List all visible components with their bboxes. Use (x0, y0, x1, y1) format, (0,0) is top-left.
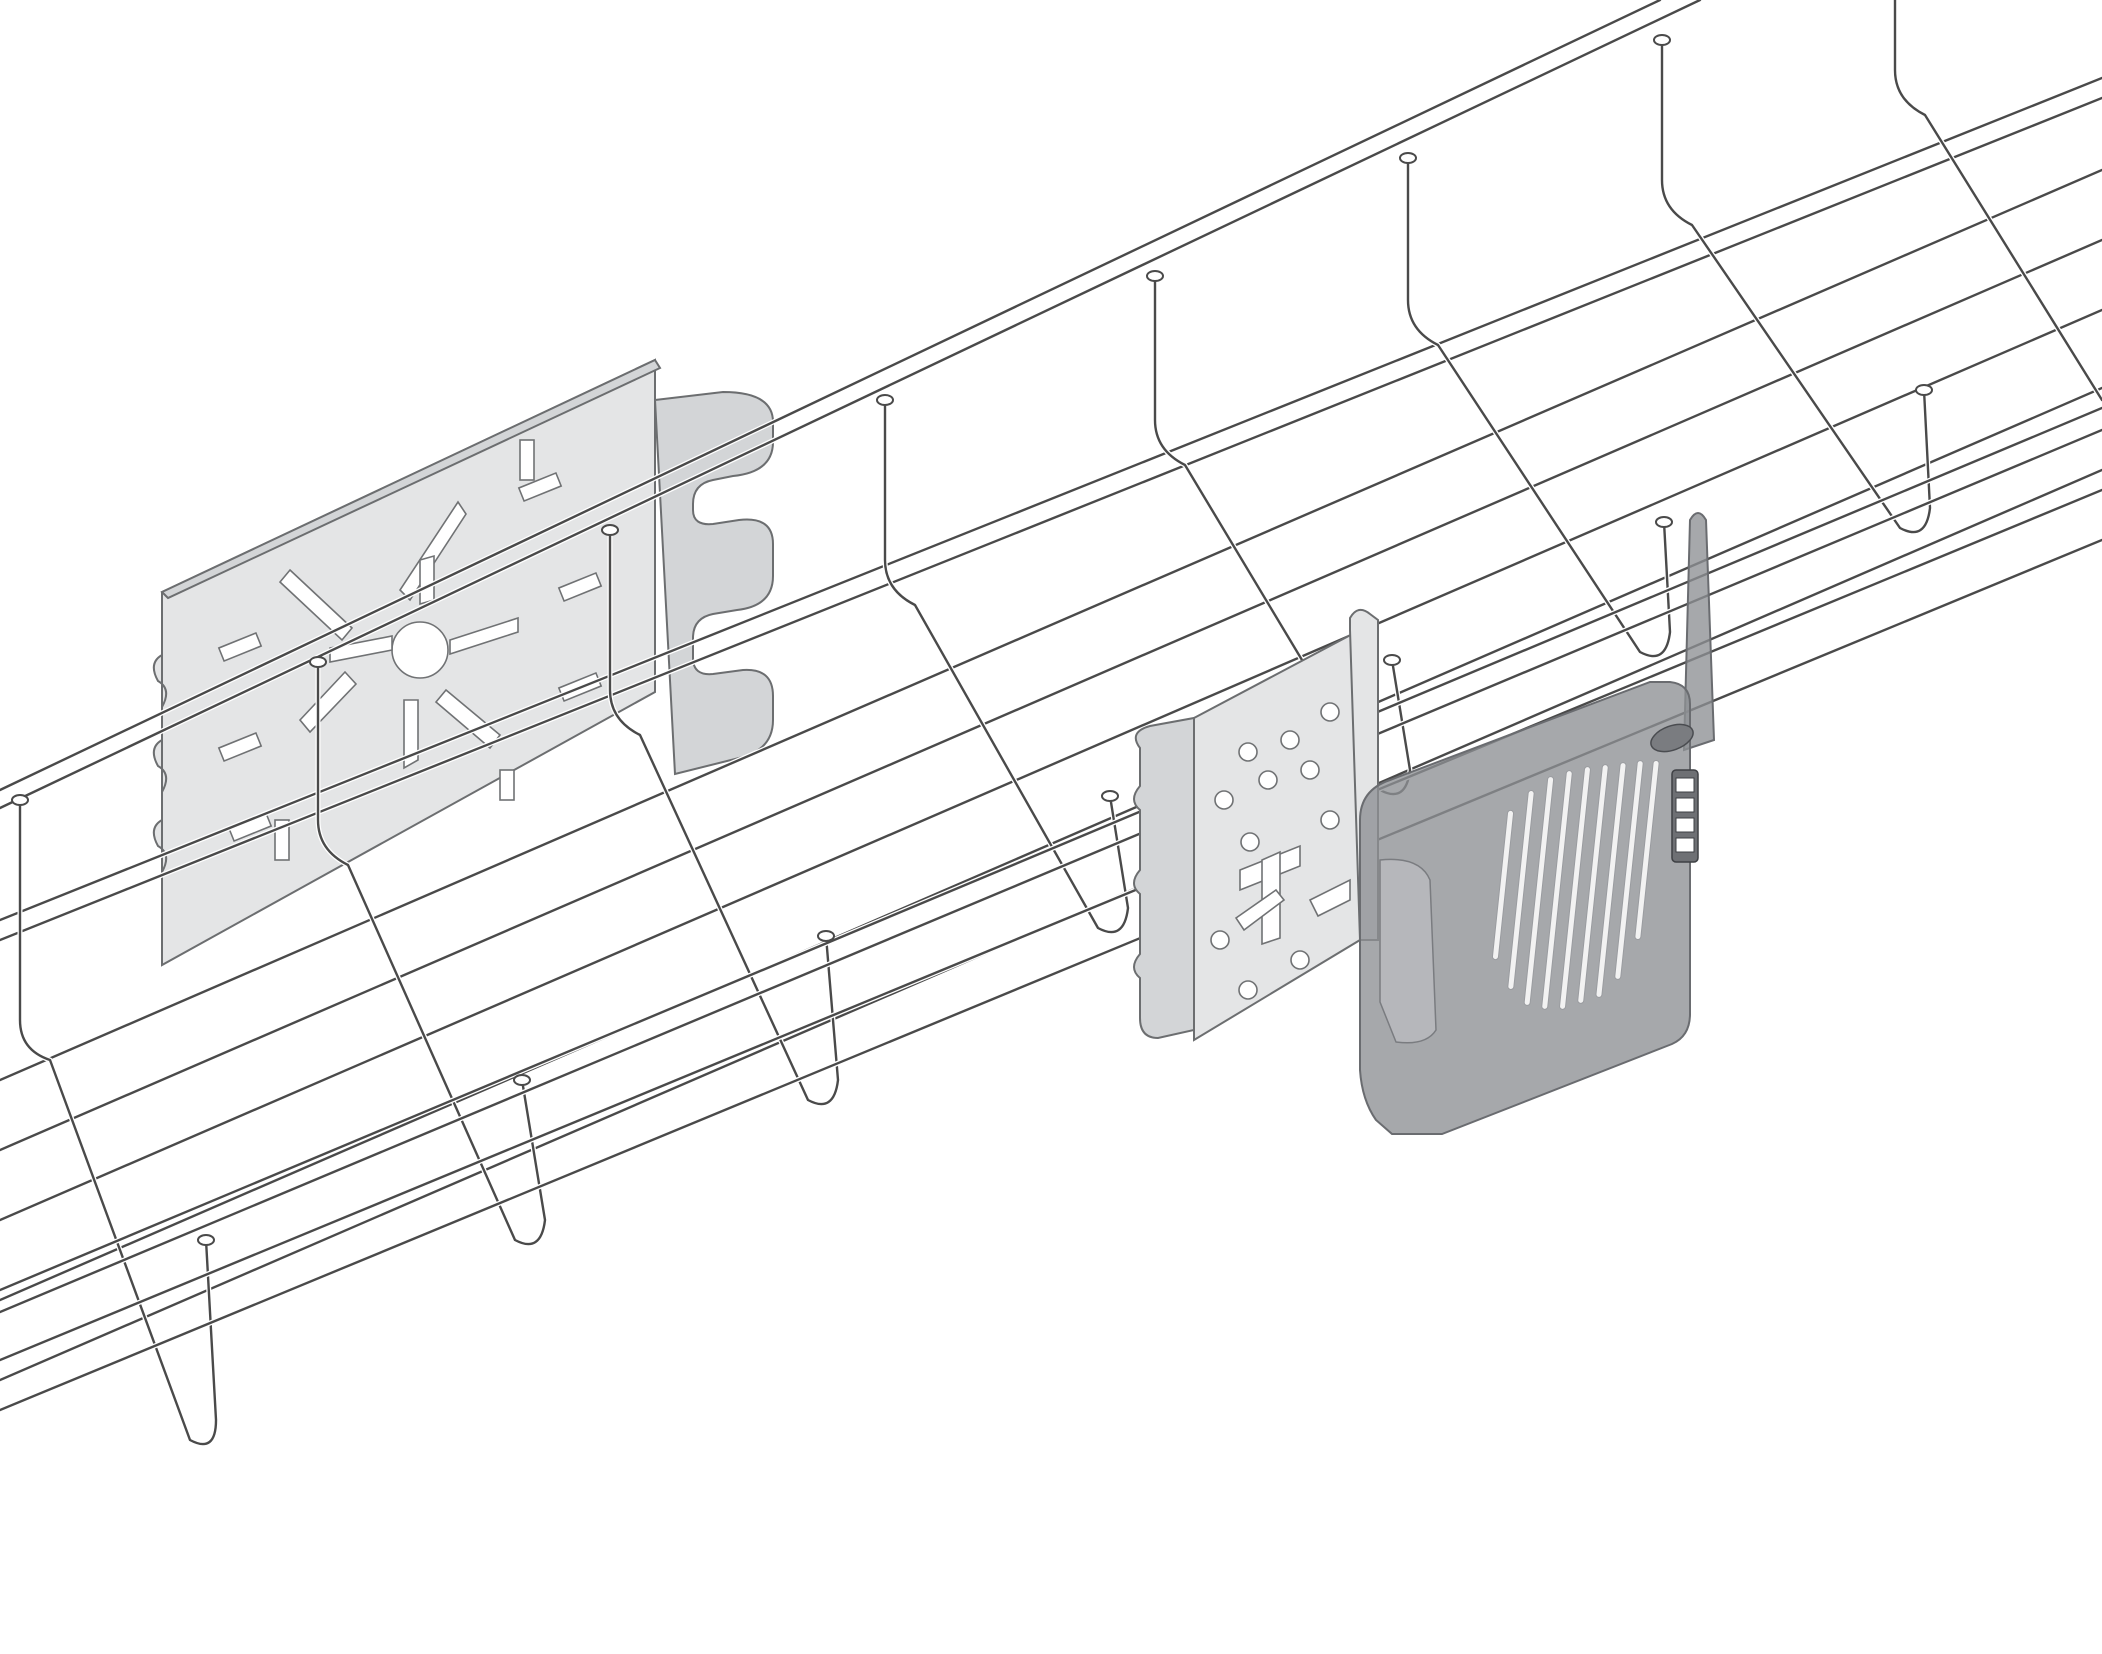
tray-far-side-wires (0, 0, 2102, 943)
tray-wire-end-caps (11, 34, 1933, 1246)
angled-mounting-bracket (1133, 608, 1379, 1042)
tray-near-side-wires (0, 405, 2102, 1413)
device-vent-slots (1491, 759, 1660, 1010)
device-port-panel (1671, 769, 1699, 863)
wireless-access-point-device (1359, 512, 1716, 1135)
rectangular-mounting-plate (152, 358, 774, 967)
wire-mesh-cable-tray (0, 0, 2102, 1447)
tray-cross-wires (17, 0, 2102, 1447)
device-connector-knob (1650, 723, 1694, 753)
